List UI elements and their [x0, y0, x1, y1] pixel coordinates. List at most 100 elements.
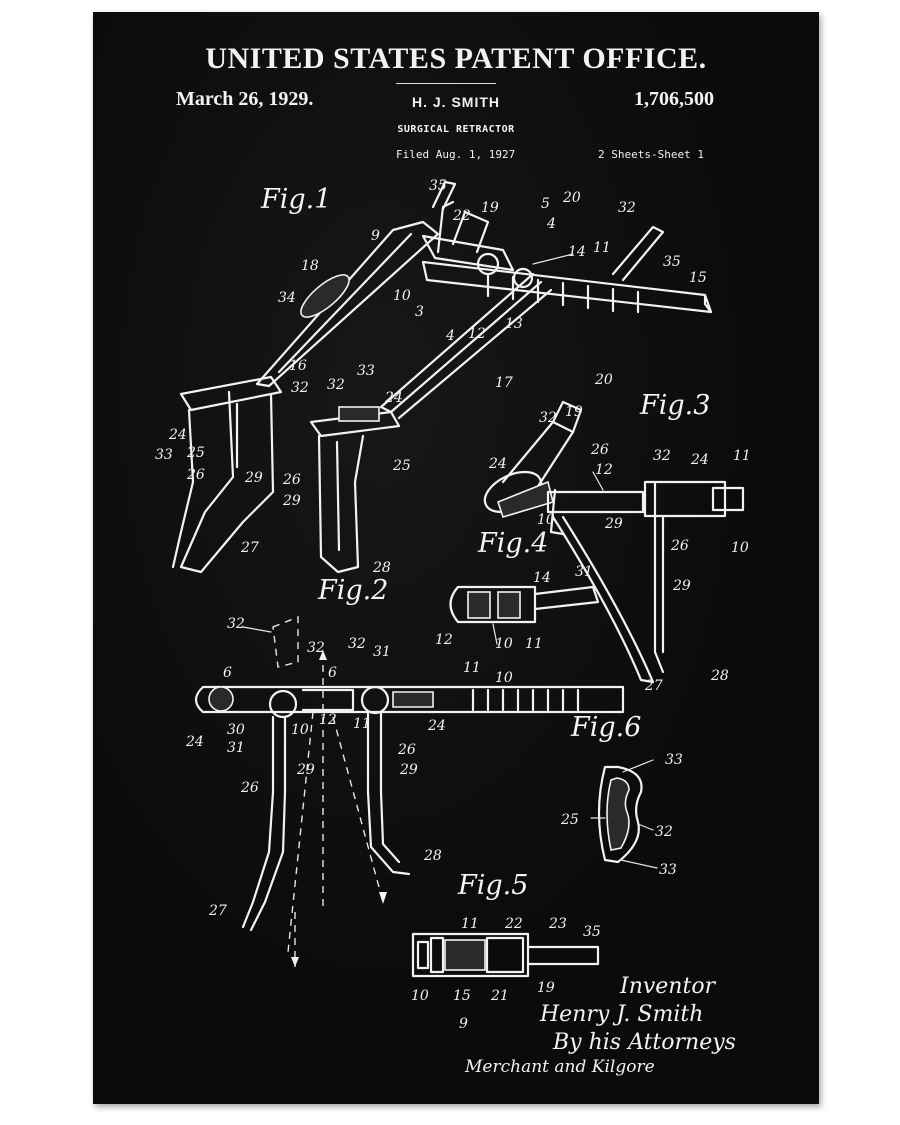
fig2-reference-numerals: 32 32 32 31 6 6 11 10 24 30 31 10 12 11 … [185, 616, 513, 919]
ref-numeral: 35 [663, 254, 681, 270]
ref-numeral: 32 [307, 640, 325, 656]
ref-numeral: 33 [357, 363, 375, 379]
ref-numeral: 11 [461, 916, 479, 932]
ref-numeral: 10 [411, 988, 429, 1004]
ref-numeral: 19 [565, 404, 583, 420]
ref-numeral: 29 [244, 470, 263, 486]
ref-numeral: 32 [291, 380, 309, 396]
ref-numeral: 24 [185, 734, 204, 750]
ref-numeral: 35 [583, 924, 601, 940]
ref-numeral: 5 [541, 196, 550, 212]
figure-label-3: Fig.3 [640, 390, 711, 421]
ref-numeral: 24 [690, 452, 709, 468]
ref-numeral: 29 [296, 762, 315, 778]
ref-numeral: 11 [525, 636, 543, 652]
figure-5-drawing [411, 932, 600, 978]
ref-numeral: 11 [593, 240, 611, 256]
ref-numeral: 10 [495, 670, 513, 686]
ref-numeral: 31 [373, 644, 391, 660]
ref-numeral: 21 [490, 988, 509, 1004]
ref-numeral: 26 [282, 472, 301, 488]
ref-numeral: 15 [689, 270, 707, 286]
fig4-reference-numerals: 14 31 12 10 11 [435, 564, 593, 652]
ref-numeral: 22 [452, 208, 471, 224]
ref-numeral: 28 [423, 848, 442, 864]
patent-number: 1,706,500 [634, 88, 714, 110]
fig6-reference-numerals: 33 25 32 33 [560, 752, 683, 878]
fig1-reference-numerals: 35 5 20 22 19 4 32 9 14 11 35 15 18 34 1… [155, 178, 707, 576]
figure-3-drawing [483, 400, 745, 684]
leader-lines [242, 253, 658, 869]
ref-numeral: 9 [371, 228, 380, 244]
fig5-reference-numerals: 11 22 23 35 19 10 15 21 9 [411, 916, 601, 1032]
ref-numeral: 28 [710, 668, 729, 684]
ref-numeral: 11 [733, 448, 751, 464]
ref-numeral: 10 [731, 540, 749, 556]
ref-numeral: 20 [562, 190, 581, 206]
ref-numeral: 31 [575, 564, 593, 580]
filed-date: Filed Aug. 1, 1927 [396, 148, 516, 161]
ref-numeral: 32 [618, 200, 636, 216]
ref-numeral: 32 [227, 616, 245, 632]
ref-numeral: 25 [392, 458, 411, 474]
ref-numeral: 33 [155, 447, 173, 463]
ref-numeral: 31 [227, 740, 245, 756]
ref-numeral: 15 [453, 988, 471, 1004]
ref-numeral: 6 [328, 665, 337, 681]
figure-6-drawing [597, 765, 643, 864]
signature-attorney-label: By his Attorneys [553, 1030, 736, 1055]
ref-numeral: 10 [537, 512, 555, 528]
ref-numeral: 9 [459, 1016, 468, 1032]
figure-label-1: Fig.1 [261, 184, 332, 215]
figure-label-2: Fig.2 [318, 575, 389, 606]
inventor-name: H. J. SMITH [411, 94, 500, 110]
ref-numeral: 26 [590, 442, 609, 458]
ref-numeral: 18 [301, 258, 319, 274]
ref-numeral: 14 [568, 244, 586, 260]
ref-numeral: 34 [278, 290, 296, 306]
office-title: UNITED STATES PATENT OFFICE. [205, 42, 707, 75]
ref-numeral: 27 [208, 903, 227, 919]
ref-numeral: 11 [463, 660, 481, 676]
ref-numeral: 24 [168, 427, 187, 443]
fig3-reference-numerals: 20 32 19 24 26 12 32 24 11 10 29 10 26 2… [488, 372, 751, 694]
ref-numeral: 27 [240, 540, 259, 556]
ref-numeral: 10 [393, 288, 411, 304]
signature-inventor-label: Inventor [620, 974, 716, 999]
ref-numeral: 6 [223, 665, 232, 681]
ref-numeral: 33 [659, 862, 677, 878]
invention-title: SURGICAL RETRACTOR [397, 124, 515, 135]
figure-label-6: Fig.6 [571, 712, 642, 743]
ref-numeral: 33 [665, 752, 683, 768]
ref-numeral: 10 [291, 722, 309, 738]
ref-numeral: 32 [655, 824, 673, 840]
patent-drawing: 35 5 20 22 19 4 32 9 14 11 35 15 18 34 1… [155, 178, 751, 1032]
ref-numeral: 35 [429, 178, 447, 194]
ref-numeral: 20 [594, 372, 613, 388]
ref-numeral: 24 [427, 718, 446, 734]
ref-numeral: 23 [548, 916, 567, 932]
ref-numeral: 29 [399, 762, 418, 778]
ref-numeral: 32 [539, 410, 557, 426]
title-rule [396, 83, 496, 84]
ref-numeral: 32 [327, 377, 345, 393]
ref-numeral: 12 [435, 632, 453, 648]
ref-numeral: 19 [537, 980, 555, 996]
figure-2-drawing [194, 615, 625, 967]
ref-numeral: 22 [504, 916, 523, 932]
patent-poster: UNITED STATES PATENT OFFICE. March 26, 1… [93, 12, 819, 1104]
sheet-info: 2 Sheets-Sheet 1 [598, 148, 704, 161]
ref-numeral: 29 [604, 516, 623, 532]
ref-numeral: 27 [644, 678, 663, 694]
ref-numeral: 4 [546, 216, 556, 232]
ref-numeral: 32 [653, 448, 671, 464]
ref-numeral: 16 [289, 358, 307, 374]
ref-numeral: 26 [240, 780, 259, 796]
ref-numeral: 12 [595, 462, 613, 478]
ref-numeral: 26 [670, 538, 689, 554]
ref-numeral: 14 [533, 570, 551, 586]
figure-1-drawing [171, 180, 713, 574]
figure-4-drawing [449, 585, 600, 624]
ref-numeral: 26 [397, 742, 416, 758]
figure-label-4: Fig.4 [478, 528, 549, 559]
